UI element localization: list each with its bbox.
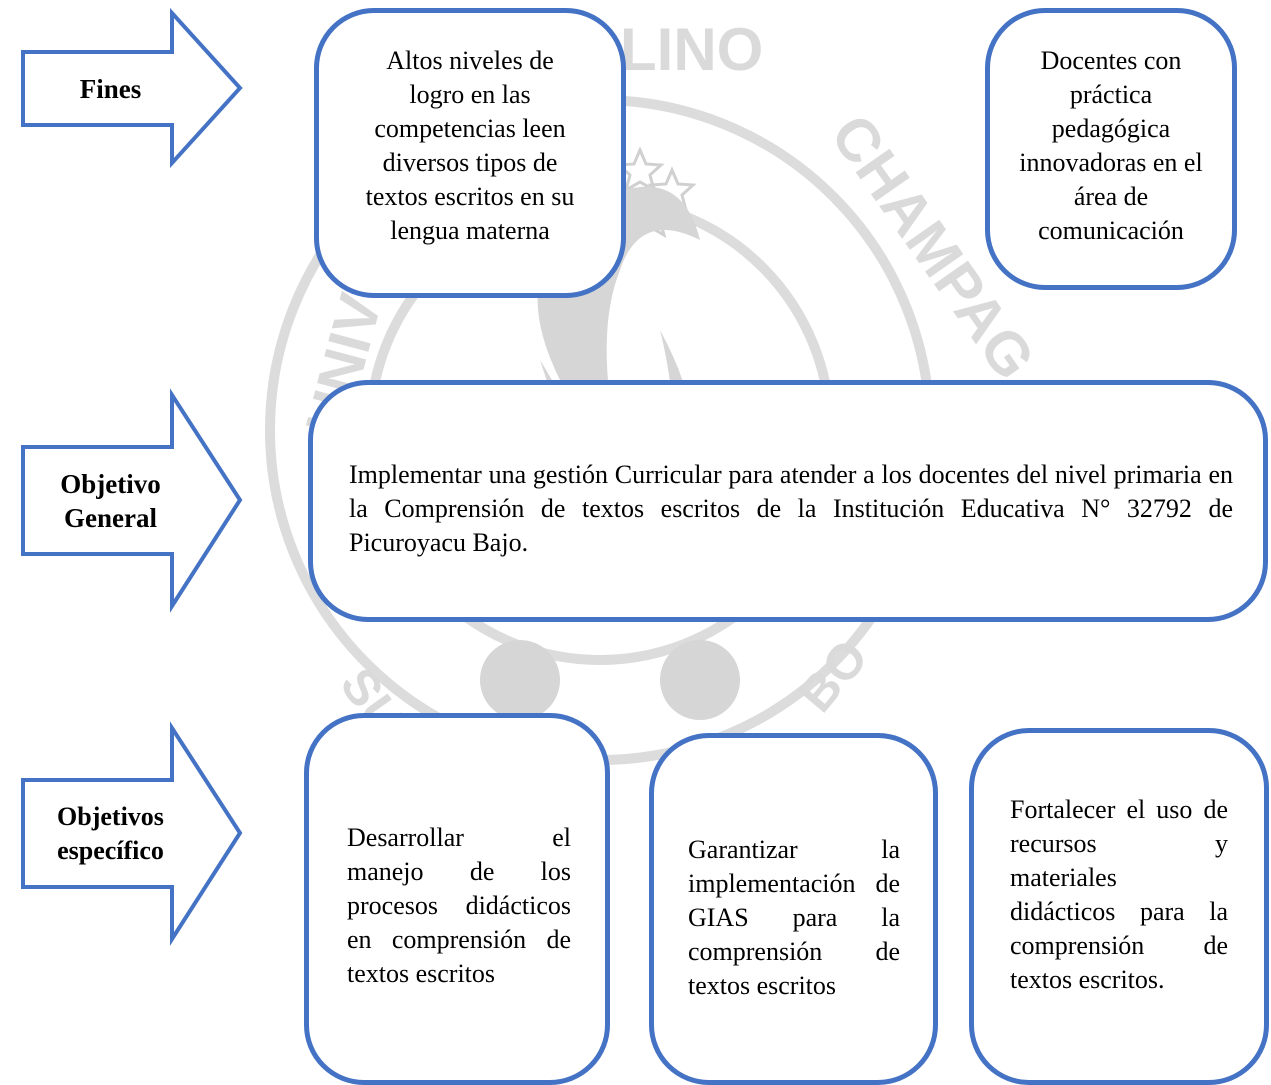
objetivos-especifico-arrow: Objetivos específico bbox=[20, 721, 245, 946]
objetivo-especifico-box-1: Desarrollar el manejo de los procesos di… bbox=[304, 713, 610, 1085]
objetivo-especifico-box-3: Fortalecer el uso de recursos y material… bbox=[969, 728, 1269, 1085]
row-label-fines: Fines bbox=[79, 73, 142, 104]
objetivo-especifico-box-2: Garantizar la implementación de GIAS par… bbox=[649, 733, 938, 1085]
objetivo-especifico-box-2-text: Garantizar la implementación de GIAS par… bbox=[688, 835, 900, 1000]
objetivo-especifico-box-1-text: Desarrollar el manejo de los procesos di… bbox=[347, 823, 571, 988]
fines-box-1: Altos niveles de logro en las competenci… bbox=[314, 8, 626, 298]
right-arrow-icon bbox=[21, 388, 243, 613]
svg-text:BO: BO bbox=[788, 629, 879, 722]
right-arrow-icon bbox=[21, 721, 243, 946]
fines-box-1-text: Altos niveles de logro en las competenci… bbox=[365, 46, 575, 245]
objetivo-general-text: Implementar una gestión Curricular para … bbox=[349, 460, 1233, 557]
row-label-objetivos-especifico: Objetivos específico bbox=[57, 801, 164, 865]
row-label-objetivo-general: Objetivo General bbox=[60, 468, 161, 533]
fines-box-2-text: Docentes con práctica pedagógica innovad… bbox=[1019, 46, 1203, 245]
right-arrow-icon bbox=[21, 7, 243, 169]
fines-box-2: Docentes con práctica pedagógica innovad… bbox=[985, 8, 1237, 290]
objetivo-general-arrow: Objetivo General bbox=[20, 388, 245, 613]
fines-arrow: Fines bbox=[20, 7, 245, 169]
objetivo-especifico-box-3-text: Fortalecer el uso de recursos y material… bbox=[1010, 795, 1228, 994]
svg-text:LINO: LINO bbox=[620, 16, 763, 83]
objetivo-general-box: Implementar una gestión Curricular para … bbox=[308, 380, 1268, 622]
